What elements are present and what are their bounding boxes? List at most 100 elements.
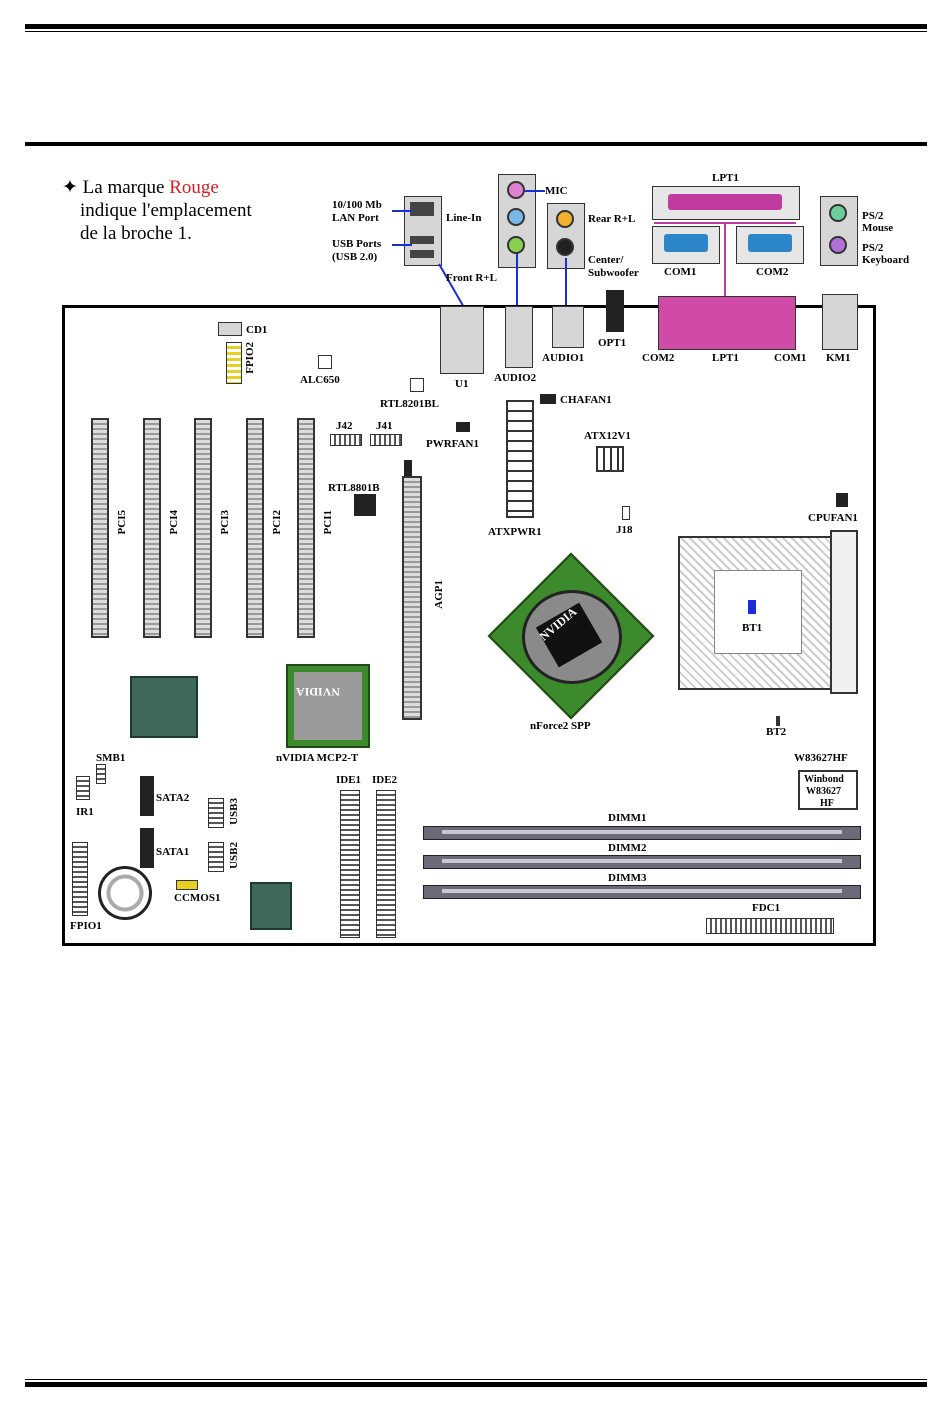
bottom-rule-thick — [25, 1382, 927, 1387]
pci2-slot — [246, 418, 264, 638]
mic-label: MIC — [545, 185, 568, 197]
fpio1-header — [72, 842, 88, 916]
com1-top-label: COM1 — [664, 266, 697, 278]
rtl8801b-chip — [354, 494, 376, 516]
dimm3-slot — [423, 885, 861, 899]
audio2-board-connector — [505, 306, 533, 368]
agp1-slot — [402, 476, 422, 720]
pwrfan1-header — [456, 422, 470, 432]
ps2-kb-label: PS/2 — [862, 242, 884, 254]
rtl8201-chip — [410, 378, 424, 392]
ccmos1-jumper — [176, 880, 198, 890]
atx12v1-label: ATX12V1 — [584, 430, 631, 442]
sata1-label: SATA1 — [156, 846, 190, 858]
winbond-text-3: HF — [820, 798, 834, 809]
audio2-label: AUDIO2 — [494, 372, 537, 384]
line-in-jack-icon — [507, 208, 525, 226]
dimm2-slot — [423, 855, 861, 869]
bt2-label: BT2 — [766, 726, 787, 738]
dimm1-label: DIMM1 — [608, 812, 647, 824]
pwrfan1-label: PWRFAN1 — [426, 438, 479, 450]
dimm1-slot — [423, 826, 861, 840]
cpufan1-label: CPUFAN1 — [808, 512, 858, 524]
note-line1: La marque — [82, 177, 170, 198]
j18-jumper — [622, 506, 630, 520]
cd1-connector — [218, 322, 242, 336]
com2-pins — [748, 234, 792, 252]
alc650-chip — [318, 355, 332, 369]
nforce2-label: nForce2 SPP — [530, 720, 591, 732]
rtl8201-label: RTL8201BL — [380, 398, 439, 410]
wire-mic — [525, 190, 545, 192]
j42-header — [330, 434, 362, 446]
audio1-board-connector — [552, 306, 584, 348]
wire-lan — [392, 210, 412, 212]
com2-board-label: COM2 — [642, 352, 675, 364]
usb-port-icon-2 — [410, 250, 434, 258]
mic-jack-icon — [507, 181, 525, 199]
fdc1-label: FDC1 — [752, 902, 781, 914]
rear-jack-icon — [556, 210, 574, 228]
wire-lan-down — [438, 263, 464, 307]
line-in-label: Line-In — [446, 212, 482, 224]
agp1-label: AGP1 — [433, 580, 445, 609]
front-label: Front R+L — [446, 272, 497, 284]
pci5-slot — [91, 418, 109, 638]
j41-label: J41 — [376, 420, 393, 432]
usb3-header — [208, 798, 224, 828]
pin1-note: ✦ La marque Rouge indique l'emplacement … — [62, 176, 252, 245]
sata2-connector — [140, 776, 154, 816]
smb1-label: SMB1 — [96, 752, 126, 764]
wire-usb — [392, 244, 412, 246]
u1-connector — [440, 306, 484, 374]
pci5-label: PCI5 — [116, 510, 128, 535]
section-rule — [25, 142, 927, 146]
atx12v1-connector — [596, 446, 624, 472]
usb-port-icon — [410, 236, 434, 244]
ir1-header — [76, 776, 90, 800]
winbond-text: Winbond — [804, 774, 844, 785]
wire-lpt-down — [724, 222, 726, 302]
pci4-label: PCI4 — [168, 510, 180, 535]
bt1-icon — [748, 600, 756, 614]
usb2-header — [208, 842, 224, 872]
fpio2-header — [226, 342, 242, 384]
subwoofer-label: Subwoofer — [588, 267, 639, 279]
opt1-label: OPT1 — [598, 337, 627, 349]
battery-icon — [98, 866, 152, 920]
pci2-label: PCI2 — [271, 510, 283, 535]
agp-latch — [404, 460, 412, 476]
center-jack-icon — [556, 238, 574, 256]
smb1-header — [96, 764, 106, 784]
j41-header — [370, 434, 402, 446]
nvidia-mcp-body — [294, 672, 362, 740]
cpufan1-header — [836, 493, 848, 507]
ccmos1-label: CCMOS1 — [174, 892, 221, 904]
lan-port-icon — [410, 202, 434, 216]
j42-label: J42 — [336, 420, 353, 432]
lan-label: 10/100 Mb — [332, 199, 382, 211]
bottom-rule-thin — [25, 1379, 927, 1380]
ps2-kb-label-2: Keyboard — [862, 254, 910, 266]
nvidia-mcp-text: NVIDIA — [296, 685, 341, 699]
rtl8801b-label: RTL8801B — [328, 482, 380, 494]
com2-top-label: COM2 — [756, 266, 789, 278]
top-rule-thin — [25, 31, 927, 32]
alc650-label: ALC650 — [300, 374, 340, 386]
dimm2-label: DIMM2 — [608, 842, 647, 854]
lpt1-top-label: LPT1 — [712, 172, 739, 184]
sata1-connector — [140, 828, 154, 868]
pci1-slot — [297, 418, 315, 638]
wire-audio2-down — [516, 254, 518, 320]
lan-label-2: LAN Port — [332, 212, 379, 224]
usb-label: USB Ports — [332, 238, 382, 250]
bt1-label: BT1 — [742, 622, 763, 634]
audio1-label: AUDIO1 — [542, 352, 585, 364]
mcp2t-label: nVIDIA MCP2-T — [276, 752, 359, 764]
pci4-slot — [143, 418, 161, 638]
usb2-label: USB2 — [228, 842, 240, 869]
bullet-icon: ✦ — [62, 177, 78, 198]
lpt-pins — [668, 194, 782, 210]
pci3-label: PCI3 — [219, 510, 231, 535]
fpio1-label: FPIO1 — [70, 920, 102, 932]
